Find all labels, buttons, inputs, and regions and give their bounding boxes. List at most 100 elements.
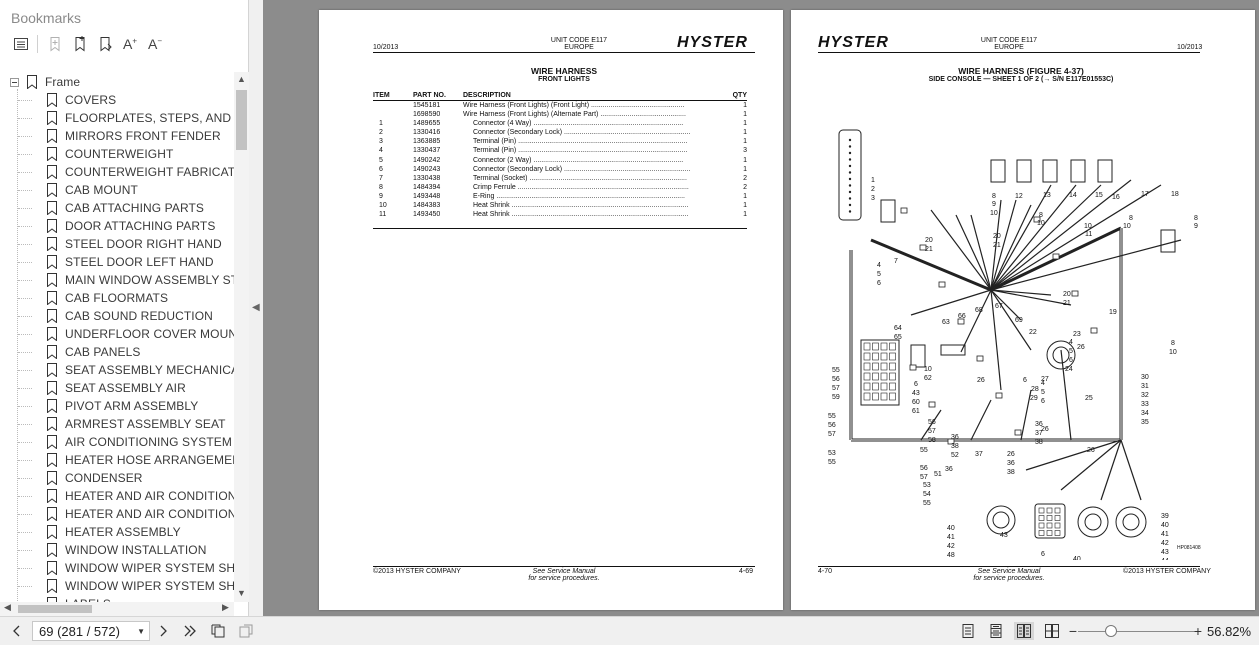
cell-qty: 1 (743, 202, 747, 210)
scroll-up-icon[interactable]: ▲ (237, 74, 246, 84)
bookmark-item[interactable]: COVERS (46, 91, 116, 109)
bookmark-item[interactable]: STEEL DOOR LEFT HAND (46, 253, 214, 271)
options-menu-icon[interactable] (10, 34, 32, 54)
bookmark-item[interactable]: CAB SOUND REDUCTION (46, 307, 213, 325)
bookmark-icon (47, 255, 57, 269)
add-bookmark-icon[interactable] (69, 34, 91, 54)
callout-number: 29 (1030, 395, 1038, 402)
collapse-panel-icon[interactable]: ◀ (252, 302, 260, 313)
bookmark-item[interactable]: AIR CONDITIONING SYSTEM (46, 433, 232, 451)
scroll-thumb-horizontal[interactable] (18, 605, 92, 613)
bookmark-icon (47, 93, 57, 107)
scroll-down-icon[interactable]: ▼ (237, 588, 246, 598)
bookmark-item[interactable]: CAB PANELS (46, 343, 140, 361)
bookmarks-horizontal-scrollbar[interactable]: ◀ ▶ (0, 602, 234, 616)
callout-number: 57 (920, 474, 928, 481)
next-view-button[interactable] (236, 622, 256, 640)
last-page-button[interactable] (180, 622, 200, 640)
bookmark-item[interactable]: COUNTERWEIGHT FABRICATE (46, 163, 234, 181)
bookmark-item[interactable]: HEATER AND AIR CONDITIONI (46, 487, 234, 505)
bookmark-item[interactable]: CAB MOUNT (46, 181, 138, 199)
scroll-right-icon[interactable]: ▶ (222, 602, 229, 612)
cell-qty: 1 (743, 120, 747, 128)
bookmark-item[interactable]: DOOR ATTACHING PARTS (46, 217, 215, 235)
facing-pages-view-button[interactable] (1014, 622, 1034, 640)
bookmark-item[interactable]: COUNTERWEIGHT (46, 145, 173, 163)
page-date: 10/2013 (373, 44, 399, 51)
figure-id: HP081408 (1177, 545, 1201, 551)
bookmark-item[interactable]: CAB ATTACHING PARTS (46, 199, 204, 217)
bookmark-item[interactable]: CONDENSER (46, 469, 143, 487)
bookmark-item[interactable]: MIRRORS FRONT FENDER (46, 127, 221, 145)
parts-table-header: ITEM PART NO. DESCRIPTION QTY (373, 92, 747, 101)
callout-number: 37 (1035, 430, 1043, 437)
bookmark-item[interactable]: WINDOW INSTALLATION (46, 541, 206, 559)
callout-number: 30 (1141, 374, 1149, 381)
increase-font-icon[interactable]: A+ (122, 36, 137, 52)
bookmark-item[interactable]: WINDOW WIPER SYSTEM SHE (46, 577, 234, 595)
callout-number: 27 (1041, 376, 1049, 383)
bookmark-item[interactable]: STEEL DOOR RIGHT HAND (46, 235, 222, 253)
next-page-button[interactable] (153, 622, 173, 640)
bookmark-icon (47, 219, 57, 233)
tree-connector (18, 226, 32, 227)
bookmark-item[interactable]: HEATER AND AIR CONDITIONI (46, 505, 234, 523)
fuse-cell (889, 342, 896, 351)
connector-pin (848, 164, 852, 168)
add-child-bookmark-icon[interactable] (94, 34, 116, 54)
bookmark-item[interactable]: WINDOW WIPER SYSTEM SHE (46, 559, 234, 577)
zoom-level[interactable]: 56.82% (1207, 624, 1252, 639)
footer-note-2: for service procedures. (973, 575, 1045, 582)
callout-number: 1 (871, 177, 875, 184)
callout-number: 38 (1035, 439, 1043, 446)
bookmark-item[interactable]: CAB FLOORMATS (46, 289, 168, 307)
tree-root-frame[interactable]: Frame (10, 73, 80, 91)
terminal (976, 355, 984, 362)
previous-view-button[interactable] (208, 622, 228, 640)
bookmark-item[interactable]: SEAT ASSEMBLY AIR (46, 379, 186, 397)
facing-continuous-view-button[interactable] (1042, 622, 1062, 640)
bookmark-item[interactable]: SEAT ASSEMBLY MECHANICAL (46, 361, 234, 379)
document-view[interactable]: 10/2013 UNIT CODE E117 EUROPE HYSTER WIR… (263, 0, 1259, 616)
bookmark-item[interactable]: ARMREST ASSEMBLY SEAT (46, 415, 226, 433)
chevron-down-icon[interactable]: ▼ (137, 627, 145, 636)
cell-qty: 1 (743, 211, 747, 219)
callout-number: 57 (928, 428, 936, 435)
single-page-view-button[interactable] (958, 622, 978, 640)
fuse-cell (872, 352, 879, 361)
callout-number: 37 (975, 451, 983, 458)
bookmark-item[interactable]: MAIN WINDOW ASSEMBLY ST (46, 271, 234, 289)
zoom-in-button[interactable]: + (1188, 622, 1208, 640)
bookmark-item[interactable]: HEATER HOSE ARRANGEMENT (46, 451, 234, 469)
col-item: ITEM (373, 92, 413, 101)
bookmark-item[interactable]: FLOORPLATES, STEPS, AND R (46, 109, 234, 127)
page-number-field[interactable]: 69 (281 / 572) ▼ (32, 621, 150, 641)
collapse-icon[interactable] (10, 77, 19, 87)
callout-number: 26 (1087, 447, 1095, 454)
expand-bookmark-icon[interactable] (44, 34, 66, 54)
bookmark-item[interactable]: LABELS (46, 595, 111, 602)
previous-page-button[interactable] (7, 622, 27, 640)
zoom-slider[interactable] (1078, 631, 1196, 632)
callout-number: 12 (1015, 193, 1023, 200)
bookmarks-vertical-scrollbar[interactable]: ▲ ▼ (234, 72, 249, 602)
zoom-slider-handle[interactable] (1105, 625, 1117, 637)
scroll-thumb[interactable] (236, 90, 247, 150)
bookmark-item[interactable]: PIVOT ARM ASSEMBLY (46, 397, 198, 415)
connector-d-sub (838, 129, 862, 221)
header-rule (818, 52, 1200, 53)
bookmark-item[interactable]: UNDERFLOOR COVER MOUNT (46, 325, 234, 343)
decrease-font-icon[interactable]: A− (147, 36, 162, 52)
scroll-left-icon[interactable]: ◀ (4, 602, 11, 612)
connector-cell (1054, 507, 1061, 514)
fuse-cell (889, 392, 896, 401)
footer-note-2: for service procedures. (528, 575, 600, 582)
zoom-out-button[interactable]: − (1063, 622, 1083, 640)
panel-splitter[interactable]: ◀ (249, 0, 263, 616)
bookmark-label: STEEL DOOR RIGHT HAND (65, 237, 222, 251)
bookmark-item[interactable]: HEATER ASSEMBLY (46, 523, 181, 541)
callout-number: 38 (1007, 469, 1015, 476)
continuous-view-button[interactable] (986, 622, 1006, 640)
